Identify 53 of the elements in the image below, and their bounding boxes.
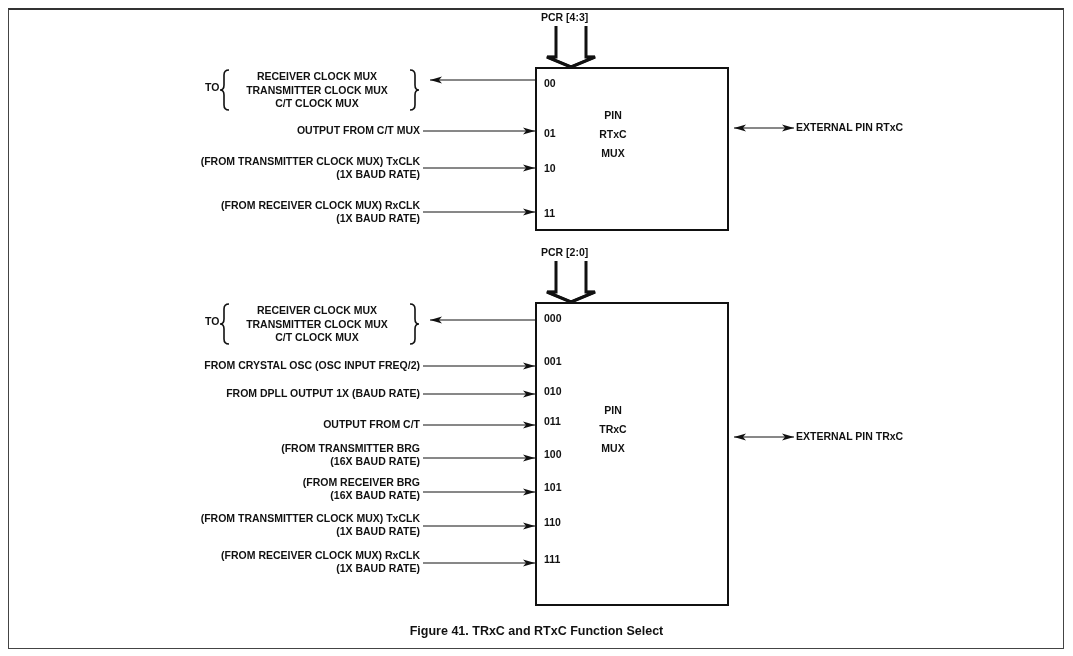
- port-code: 000: [544, 312, 562, 325]
- signal-label: OUTPUT FROM C/T MUX: [295, 124, 420, 137]
- arrow: [422, 164, 536, 172]
- signal-label: (FROM RECEIVER CLOCK MUX) RxCLK (1X BAUD RATE): [220, 199, 420, 225]
- block-label: PIN RTxC MUX: [598, 108, 628, 161]
- signal-label: (FROM RECEIVER BRG (16X BAUD RATE): [301, 476, 420, 502]
- port-code: 001: [544, 355, 562, 368]
- port-code: 111: [544, 553, 561, 566]
- arrow: [422, 522, 536, 530]
- port-code: 010: [544, 385, 562, 398]
- arrow: [422, 390, 536, 398]
- arrow: [422, 127, 536, 135]
- destination-prefix: TO: [205, 81, 220, 94]
- port-code: 11: [544, 207, 556, 220]
- arrow: [733, 124, 795, 132]
- signal-label: (FROM TRANSMITTER CLOCK MUX) TxCLK (1X BAUD RATE): [199, 155, 420, 181]
- block-label: PIN TRxC MUX: [598, 403, 628, 456]
- signal-label: (FROM TRANSMITTER CLOCK MUX) TxCLK (1X BAUD RATE): [199, 512, 420, 538]
- signal-label: PCR [4:3]: [541, 11, 590, 24]
- mux-block: [535, 67, 729, 231]
- destination-name: TRANSMITTER CLOCK MUX: [245, 317, 389, 331]
- port-code: 00: [544, 77, 556, 90]
- arrow: [422, 559, 536, 567]
- signal-label: (FROM RECEIVER CLOCK MUX) RxCLK (1X BAUD RATE): [220, 549, 420, 575]
- port-code: 110: [544, 516, 561, 529]
- signal-label: FROM DPLL OUTPUT 1X (BAUD RATE): [225, 387, 420, 400]
- arrow: [733, 433, 795, 441]
- port-code: 01: [544, 127, 556, 140]
- destination-name: C/T CLOCK MUX: [274, 331, 360, 344]
- arrow: [422, 488, 536, 496]
- signal-label: EXTERNAL PIN TRxC: [796, 430, 905, 443]
- port-code: 011: [544, 415, 561, 428]
- destination-prefix: TO: [205, 315, 220, 328]
- port-code: 100: [544, 448, 562, 461]
- destination-name: RECEIVER CLOCK MUX: [255, 70, 379, 83]
- signal-label: OUTPUT FROM C/T: [322, 418, 420, 431]
- arrow: [422, 421, 536, 429]
- port-code: 101: [544, 481, 562, 494]
- signal-label: PCR [2:0]: [541, 246, 590, 259]
- destination-name: RECEIVER CLOCK MUX: [255, 304, 379, 317]
- destination-name: TRANSMITTER CLOCK MUX: [245, 83, 389, 97]
- arrow: [429, 76, 536, 84]
- mux-block: [535, 302, 729, 606]
- signal-label: FROM CRYSTAL OSC (OSC INPUT FREQ/2): [203, 359, 420, 372]
- arrow: [422, 362, 536, 370]
- signal-label: EXTERNAL PIN RTxC: [796, 121, 905, 134]
- arrow: [429, 316, 536, 324]
- port-code: 10: [544, 162, 556, 175]
- arrow: [422, 208, 536, 216]
- signal-label: (FROM TRANSMITTER BRG (16X BAUD RATE): [280, 442, 420, 468]
- figure-caption: Figure 41. TRxC and RTxC Function Select: [408, 624, 665, 638]
- destination-name: C/T CLOCK MUX: [274, 97, 360, 110]
- arrow: [422, 454, 536, 462]
